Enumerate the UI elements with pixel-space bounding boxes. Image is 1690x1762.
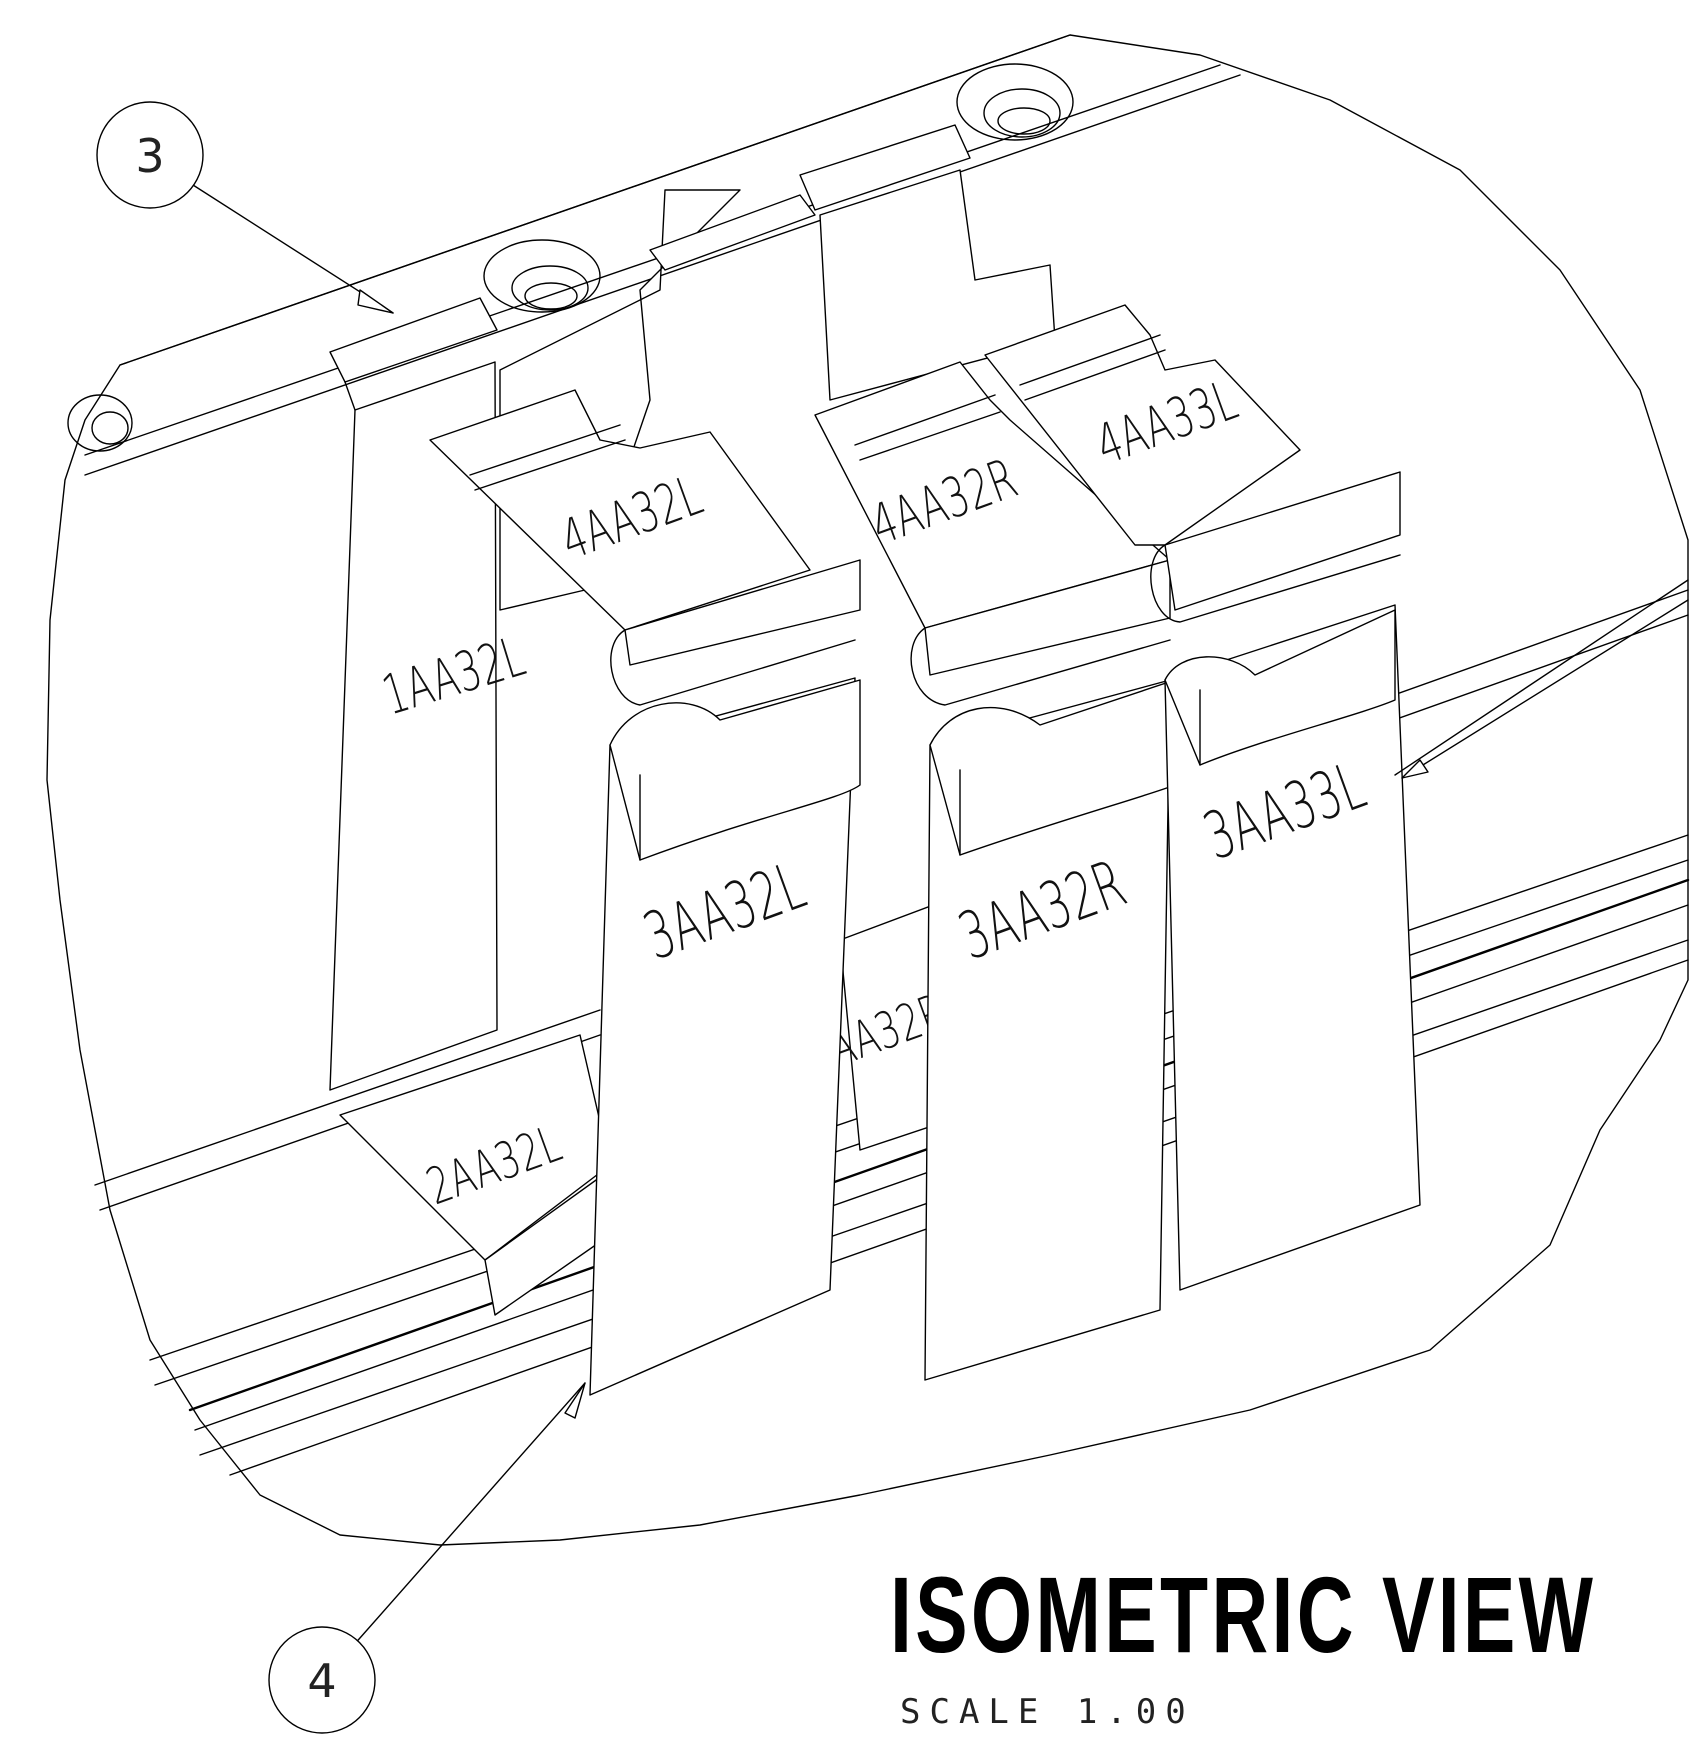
balloon-4: 4	[268, 1626, 376, 1734]
tab-3aa32r: 3AA32R	[924, 679, 1176, 1381]
balloon-4-label: 4	[307, 1654, 336, 1708]
balloon-3: 3	[96, 101, 204, 209]
tab-2aa32l: 2AA32L	[339, 1034, 611, 1316]
leader-3aa33l	[1394, 579, 1689, 779]
view-title: ISOMETRIC VIEW	[890, 1555, 1596, 1675]
tab-3aa33l: 3AA33L	[1164, 604, 1421, 1291]
tab-1aa32l: 1AA32L	[329, 297, 532, 1091]
tab-3aa32l: 3AA32L	[589, 677, 861, 1396]
view-scale: SCALE 1.00	[900, 1692, 1195, 1732]
detail-boundary	[46, 34, 1689, 1546]
mounting-hole-2	[956, 63, 1074, 141]
clip-4aa32l: 4AA32L	[429, 389, 861, 706]
top-rail	[67, 34, 1241, 476]
mounting-hole-1	[483, 239, 601, 313]
clip-4aa32r: 4AA32R	[814, 361, 1171, 706]
leader-3	[192, 184, 394, 314]
leader-4	[351, 1382, 586, 1648]
balloon-3-label: 3	[135, 129, 164, 183]
clip-4aa33l: 4AA33L	[984, 304, 1401, 623]
